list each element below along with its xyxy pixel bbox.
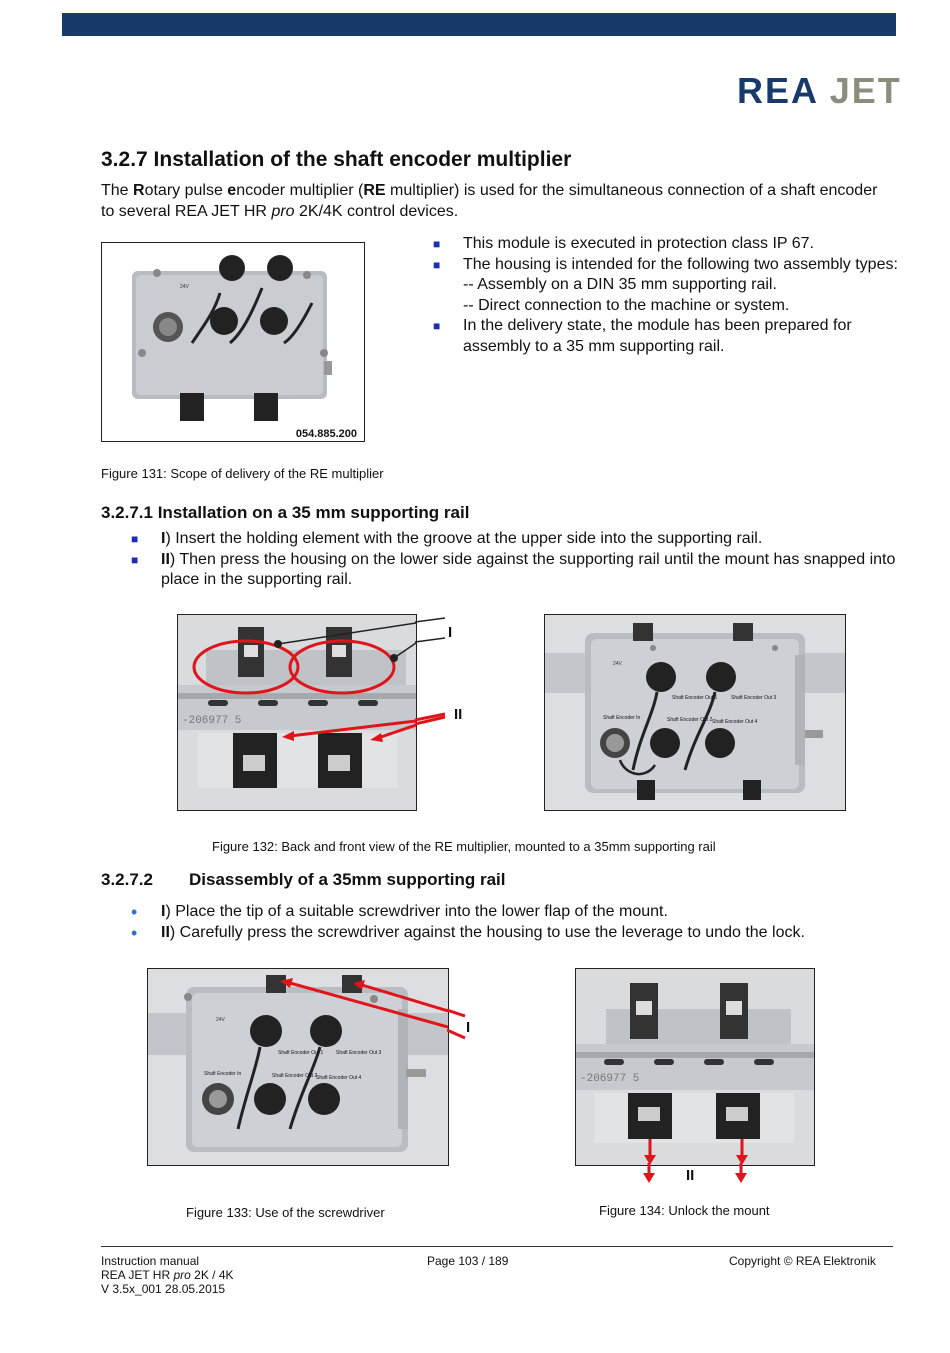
module-label-in: Shaft Encoder In bbox=[603, 715, 640, 721]
round-bullet-icon: • bbox=[131, 922, 138, 943]
figure-133-label-I: I bbox=[466, 1019, 471, 1036]
figure-132-callout-lines bbox=[415, 617, 446, 726]
rail-marking: -206977 5 bbox=[580, 1073, 639, 1085]
module-label-out1: Shaft Encoder Out 1 bbox=[672, 695, 718, 701]
module-label-out2: Shaft Encoder Out 2 bbox=[272, 1073, 318, 1079]
copyright: Copyright © REA Elektronik bbox=[729, 1254, 876, 1268]
figure-131-image: 24V 054.885.200 bbox=[101, 242, 365, 442]
list-item: ■The housing is intended for the followi… bbox=[433, 255, 898, 314]
disassembly-steps: •I) Place the tip of a suitable screwdri… bbox=[131, 902, 901, 943]
module-label-out4: Shaft Encoder Out 4 bbox=[712, 719, 758, 725]
module-24v-label: 24V bbox=[216, 1017, 226, 1023]
list-item: •I) Place the tip of a suitable screwdri… bbox=[131, 902, 668, 922]
figure-134-arrow-tips bbox=[643, 1163, 747, 1183]
module-label-out4: Shaft Encoder Out 4 bbox=[316, 1075, 362, 1081]
intro-paragraph: The Rotary pulse encoder multiplier (RE … bbox=[101, 182, 878, 220]
figure-132-caption: Figure 132: Back and front view of the R… bbox=[212, 839, 716, 854]
list-item: ■II) Then press the housing on the lower… bbox=[131, 550, 896, 589]
figure-134-label-II: II bbox=[686, 1167, 695, 1184]
module-label-out2: Shaft Encoder Out 2 bbox=[667, 717, 713, 723]
list-item: ■In the delivery state, the module has b… bbox=[433, 317, 852, 355]
figure-133-pointer-lines bbox=[447, 1008, 466, 1040]
figure-134-image: -206977 5 bbox=[575, 968, 815, 1166]
footer-divider bbox=[101, 1246, 893, 1247]
figure-133-caption: Figure 133: Use of the screwdriver bbox=[186, 1205, 385, 1220]
figure-131-caption: Figure 131: Scope of delivery of the RE … bbox=[101, 466, 384, 481]
list-item: ■This module is executed in protection c… bbox=[433, 234, 903, 255]
part-number: 054.885.200 bbox=[296, 428, 357, 440]
module-24v-label: 24V bbox=[613, 661, 623, 667]
figure-134-caption: Figure 134: Unlock the mount bbox=[599, 1203, 770, 1218]
square-bullet-icon: ■ bbox=[433, 237, 441, 251]
page-number: Page 103 / 189 bbox=[427, 1254, 509, 1268]
square-bullet-icon: ■ bbox=[433, 319, 441, 333]
list-item: •II) Carefully press the screwdriver aga… bbox=[131, 922, 805, 943]
figure-133-image: 24V Shaft Encoder Out 1 Shaft Encoder Ou… bbox=[147, 968, 449, 1166]
module-label-in: Shaft Encoder In bbox=[204, 1071, 241, 1077]
installation-steps: ■I) Insert the holding element with the … bbox=[131, 529, 901, 591]
square-bullet-icon: ■ bbox=[433, 257, 441, 272]
square-bullet-icon: ■ bbox=[131, 552, 139, 567]
section-title: 3.2.7 Installation of the shaft encoder … bbox=[101, 148, 572, 171]
figure-132-front-view: 24V Shaft Encoder Out 1 Shaft Encoder Ou… bbox=[544, 614, 846, 811]
feature-list: ■This module is executed in protection c… bbox=[433, 234, 903, 357]
subsection-title-installation: 3.2.7.1 Installation on a 35 mm supporti… bbox=[101, 503, 470, 522]
figure-132-label-I: I bbox=[448, 624, 453, 641]
header-bar bbox=[62, 13, 896, 36]
module-24v-label: 24V bbox=[180, 284, 190, 290]
list-item: ■I) Insert the holding element with the … bbox=[131, 529, 901, 550]
figure-132-label-II: II bbox=[454, 706, 463, 723]
figure-132-back-view: -206977 5 bbox=[177, 614, 417, 811]
round-bullet-icon: • bbox=[131, 902, 138, 922]
module-label-out1: Shaft Encoder Out 1 bbox=[278, 1050, 324, 1056]
module-label-out3: Shaft Encoder Out 3 bbox=[336, 1050, 382, 1056]
square-bullet-icon: ■ bbox=[131, 532, 139, 546]
rea-jet-logo: REA JET bbox=[737, 70, 902, 111]
rail-marking: -206977 5 bbox=[182, 715, 241, 727]
footer-document-info: Instruction manual REA JET HR pro 2K / 4… bbox=[101, 1254, 234, 1296]
module-label-out3: Shaft Encoder Out 3 bbox=[731, 695, 777, 701]
